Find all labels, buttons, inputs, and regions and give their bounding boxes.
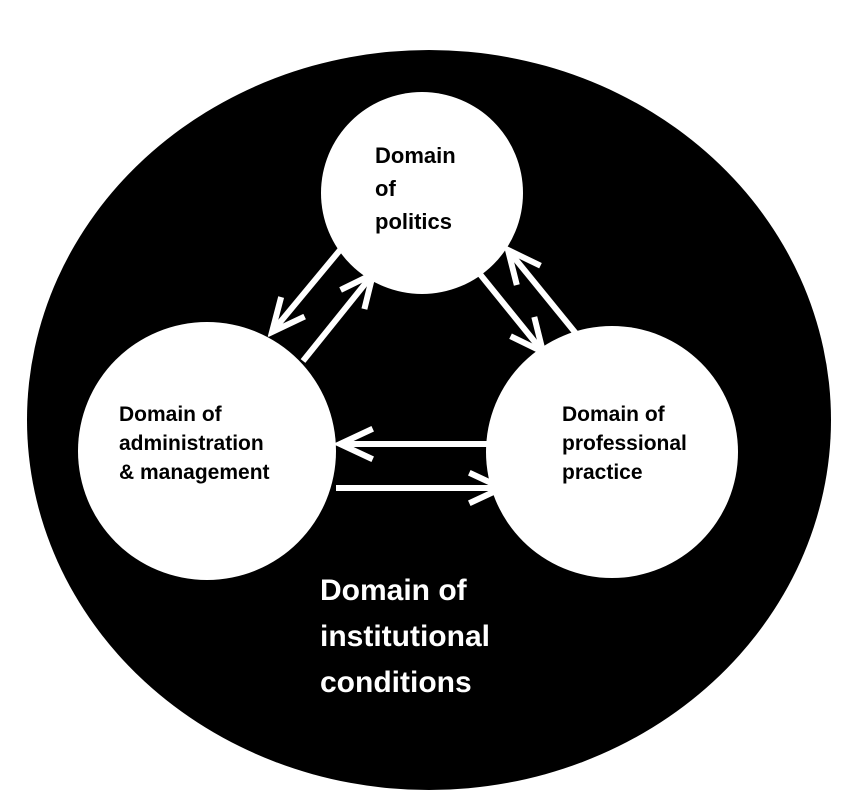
administration-label-line: Domain of xyxy=(119,403,222,426)
politics-circle xyxy=(321,92,523,294)
politics-label-line: politics xyxy=(375,209,453,234)
administration-circle xyxy=(78,322,336,580)
administration-label: Domain of administration & management xyxy=(119,401,270,488)
practice-circle xyxy=(486,326,738,578)
practice-label-line: Domain of xyxy=(562,403,665,426)
administration-label-line: & management xyxy=(119,460,270,484)
institutional-conditions-label: Domain of institutional conditions xyxy=(320,568,490,706)
politics-label-line: of xyxy=(375,176,396,201)
practice-label-line: practice xyxy=(562,460,643,484)
outer-domain-circle xyxy=(27,50,831,790)
arrow-administration-to-politics xyxy=(300,274,373,363)
administration-label-line: administration xyxy=(119,431,264,455)
arrow-politics-to-practice xyxy=(472,266,543,352)
practice-label-line: professional xyxy=(562,431,687,455)
institutional-label-line: institutional xyxy=(320,619,490,653)
arrow-politics-to-administration xyxy=(272,242,348,332)
politics-label-line: Domain xyxy=(375,143,456,168)
politics-label: Domain of politics xyxy=(375,139,456,238)
arrow-practice-to-politics xyxy=(508,250,581,338)
practice-label: Domain of professional practice xyxy=(562,401,687,488)
institutional-label-line: Domain of xyxy=(320,574,467,607)
institutional-label-line: conditions xyxy=(320,665,472,699)
